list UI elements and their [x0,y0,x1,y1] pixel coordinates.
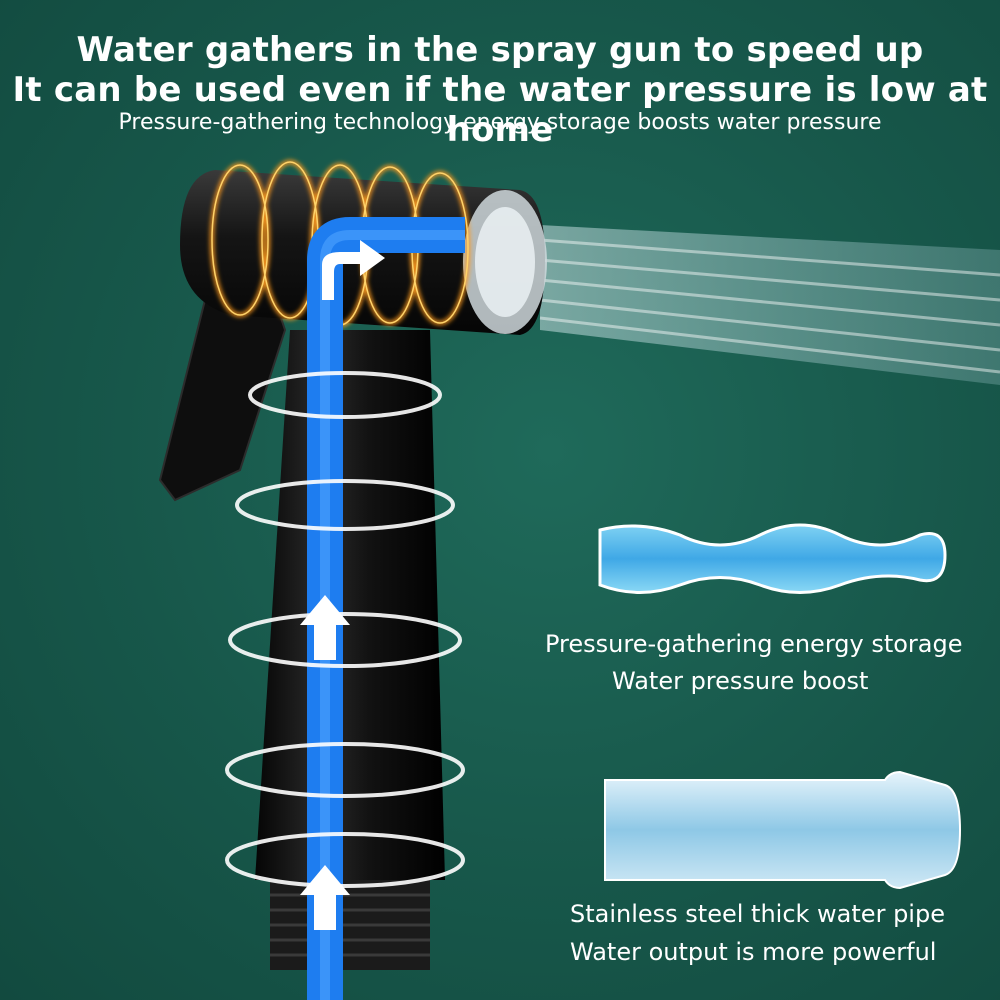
feature-1-title: Pressure-gathering energy storage [545,630,963,658]
headline-line-3: Pressure-gathering technology energy sto… [118,110,882,135]
feature-1-subtitle: Water pressure boost [612,667,869,695]
water-spray [539,225,1000,385]
threaded-connector [270,880,430,970]
wavy-pressure-pipe-icon [598,523,947,594]
sprayer-handle [255,330,445,880]
trigger-lever [158,299,287,502]
flow-arrows [300,240,385,930]
headline-line-1: Water gathers in the spray gun to speed … [76,30,924,70]
headline-line-2: It can be used even if the water pressur… [12,70,988,150]
feature-2-subtitle: Water output is more powerful [570,938,937,966]
feature-2-title: Stainless steel thick water pipe [570,900,945,928]
thick-water-pipe-icon [604,770,962,890]
pressure-rings [225,371,465,888]
